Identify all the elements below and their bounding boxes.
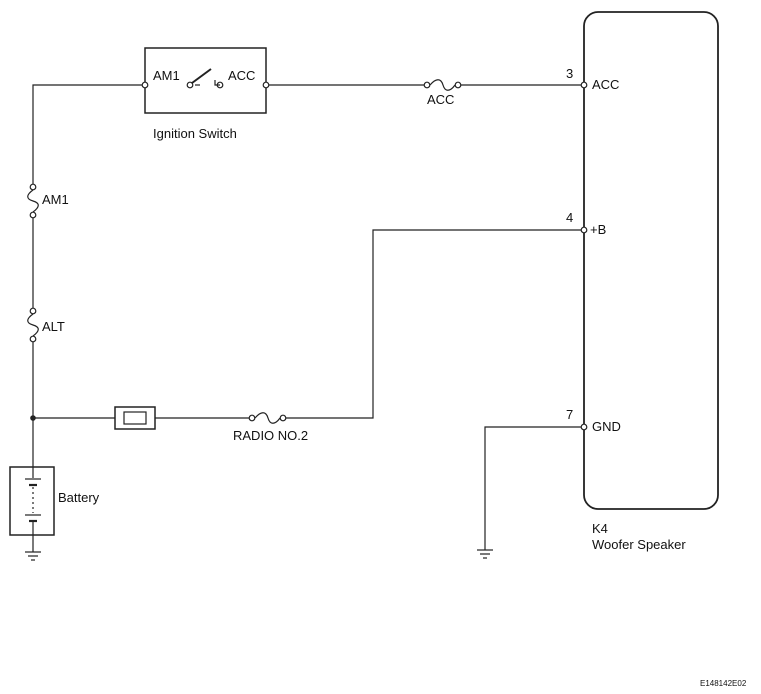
fuse-am1-label: AM1 xyxy=(42,192,69,207)
fuse-am1-symbol xyxy=(27,189,39,213)
battery-label: Battery xyxy=(58,490,100,505)
wire-radio-to-pin4 xyxy=(286,229,581,419)
pin-7-number: 7 xyxy=(566,407,573,422)
figure-id: E148142E02 xyxy=(700,679,747,688)
woofer-speaker-box xyxy=(583,11,719,510)
fuse-radio-symbol xyxy=(254,412,281,424)
fuse-alt-symbol xyxy=(27,313,39,337)
fuse-alt-label: ALT xyxy=(42,319,65,334)
pin-7-label: GND xyxy=(592,419,621,434)
battery-ground-icon xyxy=(25,551,41,561)
pin-3-terminal xyxy=(580,81,588,89)
switch-contact-left xyxy=(186,81,194,89)
wire-am1-to-switch xyxy=(32,84,145,184)
ignition-switch-label: Ignition Switch xyxy=(153,126,237,141)
wire-pin7-to-ground xyxy=(484,426,581,550)
pin-3-label: ACC xyxy=(592,77,619,92)
component-name: Woofer Speaker xyxy=(592,537,686,552)
ignition-switch-term-acc: ACC xyxy=(228,68,255,83)
pin-7-terminal xyxy=(580,423,588,431)
speaker-ground-icon xyxy=(477,549,493,559)
ignition-switch-term-am1: AM1 xyxy=(153,68,180,83)
pin-3-number: 3 xyxy=(566,66,573,81)
switch-blade xyxy=(191,68,212,84)
battery-box xyxy=(9,466,55,536)
pin-4-label: +B xyxy=(590,222,606,237)
component-code: K4 xyxy=(592,521,608,536)
fusible-link-inner xyxy=(123,411,147,425)
pin-4-number: 4 xyxy=(566,210,573,225)
fuse-radio-label: RADIO NO.2 xyxy=(233,428,308,443)
pin-4-terminal xyxy=(580,226,588,234)
fuse-acc-label: ACC xyxy=(427,92,454,107)
fuse-acc-symbol xyxy=(429,79,456,91)
switch-contact-hook xyxy=(214,80,220,86)
ignition-switch-box xyxy=(144,47,267,114)
